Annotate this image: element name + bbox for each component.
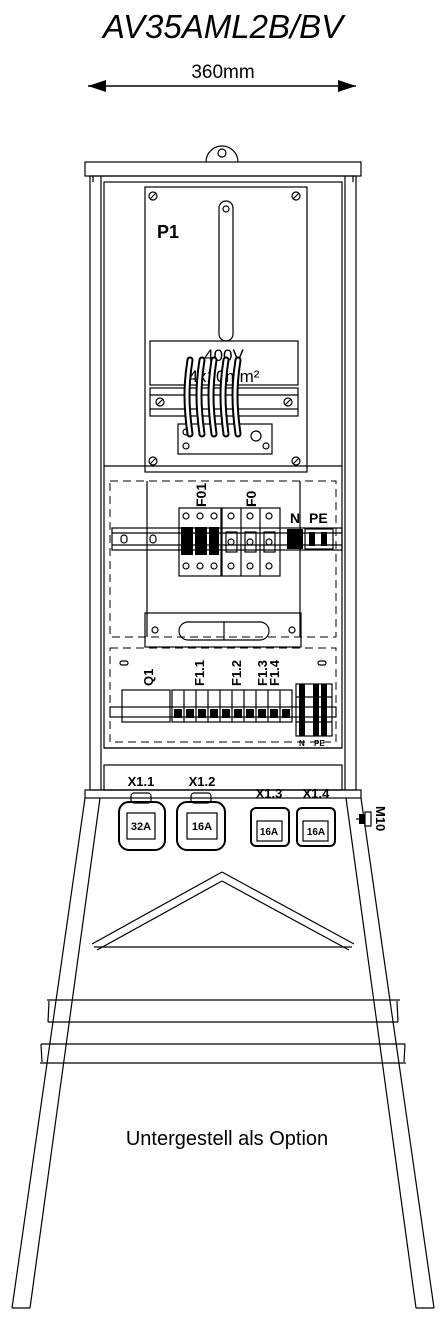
label-f1-2: F1.2: [229, 660, 244, 686]
socket-x1-2-name: X1.2: [189, 774, 216, 789]
label-q1: Q1: [141, 669, 156, 686]
socket-x1-2-rating: 16A: [192, 821, 212, 833]
label-f1-1: F1.1: [192, 660, 207, 686]
lifting-eye: [205, 145, 239, 163]
socket-x1-1-rating: 32A: [131, 821, 151, 833]
socket-x1-3-name: X1.3: [256, 786, 283, 801]
supply-cables: [183, 356, 242, 438]
fuse-section: F01 F0 N PE: [109, 480, 343, 648]
label-n-small: N: [299, 739, 305, 748]
socket-x1-2: X1.2 16A: [176, 774, 226, 851]
stand-note: Untergestell als Option: [126, 1128, 328, 1150]
breaker-section: Q1 F1.1 F1.2 F1.3 F1.4: [109, 647, 337, 748]
socket-x1-1: X1.1 32A: [118, 774, 166, 851]
socket-x1-4-rating: 16A: [307, 827, 325, 838]
socket-x1-3-rating: 16A: [260, 827, 278, 838]
socket-x1-4: X1.4 16A: [296, 786, 336, 847]
cabinet-roof: [84, 161, 362, 177]
label-f0: F0: [243, 490, 259, 507]
drawing-title: AV35AML2B/BV: [101, 8, 346, 45]
meter-panel-label: P1: [157, 222, 179, 242]
socket-x1-1-name: X1.1: [128, 774, 155, 789]
gland-label: M10: [373, 806, 388, 831]
socket-plate: X1.1 32A X1.2 16A X1.3 16A X1.4 16A: [103, 764, 343, 851]
dimension-label: 360mm: [191, 62, 254, 83]
label-f1-4: F1.4: [267, 659, 282, 686]
label-pe: PE: [309, 510, 328, 526]
label-n: N: [290, 510, 300, 526]
label-f1-3: F1.3: [255, 660, 270, 686]
meter-panel: P1 400V 4x10mm²: [144, 186, 308, 473]
label-f01: F01: [193, 483, 209, 507]
label-pe-small: PE: [314, 739, 325, 748]
socket-x1-4-name: X1.4: [303, 786, 331, 801]
socket-x1-3: X1.3 16A: [250, 786, 290, 847]
optional-stand: [11, 789, 435, 1309]
cable-gland: M10: [356, 806, 388, 831]
